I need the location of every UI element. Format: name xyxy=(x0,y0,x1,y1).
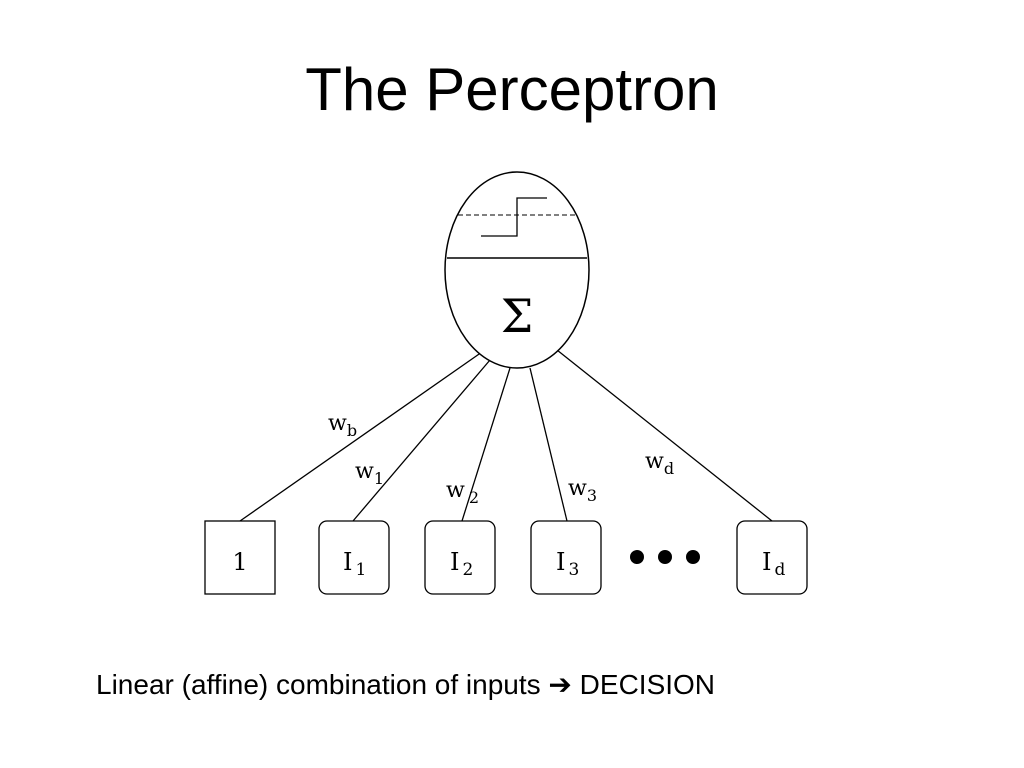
input-box-bias: 1 xyxy=(204,520,276,595)
step-function-icon xyxy=(458,197,576,237)
ellipsis-dots-icon xyxy=(630,550,700,564)
caption-outcome: DECISION xyxy=(579,669,716,700)
weight-label-bias: wb xyxy=(328,411,357,440)
weight-label-d: wd xyxy=(645,449,674,478)
slide-caption: Linear (affine) combination of inputs ➔ … xyxy=(96,668,715,701)
arrow-right-icon: ➔ xyxy=(548,669,572,700)
connection-line-3 xyxy=(529,367,568,522)
connection-line-1 xyxy=(352,359,491,522)
slide-title: The Perceptron xyxy=(305,56,719,123)
neuron-node: Σ xyxy=(444,171,590,369)
connection-line-bias xyxy=(239,351,483,522)
weight-label-1: w1 xyxy=(355,459,384,488)
summation-symbol: Σ xyxy=(501,289,534,343)
caption-text: Linear (affine) combination of inputs xyxy=(96,669,541,700)
connection-line-2 xyxy=(461,367,511,522)
neuron-outline xyxy=(444,171,590,369)
connection-line-d xyxy=(556,349,773,522)
weight-label-3: w3 xyxy=(568,476,597,505)
input-label-bias: 1 xyxy=(232,548,247,576)
